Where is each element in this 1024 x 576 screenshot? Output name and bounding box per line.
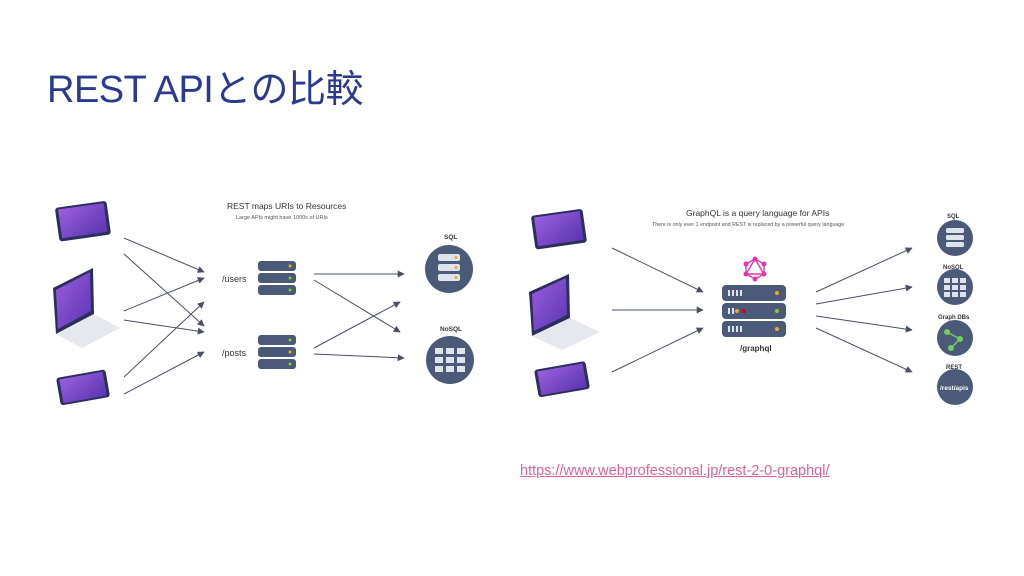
rest-sql-label: SQL bbox=[444, 234, 457, 241]
graphql-rest-label: REST bbox=[946, 365, 962, 371]
rest-subheading: Large APIs might have 1000s of URIs bbox=[236, 215, 328, 221]
graph-database-icon bbox=[937, 320, 973, 356]
rest-diagram: REST maps URIs to Resources Large APIs m… bbox=[53, 201, 474, 406]
sql-database-icon bbox=[425, 245, 473, 293]
graphql-backend-arrows bbox=[815, 247, 913, 373]
nosql-database-icon bbox=[426, 336, 474, 384]
graphql-nosql-label: NoSQL bbox=[943, 265, 964, 271]
phone-icon bbox=[56, 369, 110, 406]
source-link[interactable]: https://www.webprofessional.jp/rest-2-0-… bbox=[520, 463, 830, 479]
laptop-icon bbox=[529, 274, 600, 350]
graphql-subheading: There is only ever 1 endpoint and REST i… bbox=[652, 222, 844, 228]
graphql-logo-icon bbox=[743, 256, 767, 282]
graphql-diagram: GraphQL is a query language for APIs The… bbox=[529, 208, 973, 405]
slide-title: REST APIとの比較 bbox=[47, 69, 364, 111]
nosql-database-icon bbox=[937, 269, 973, 305]
endpoint-posts-label: /posts bbox=[222, 348, 247, 358]
posts-server-icon bbox=[258, 335, 296, 369]
graphql-graphdb-label: Graph DBs bbox=[938, 315, 970, 321]
rest-heading: REST maps URIs to Resources bbox=[227, 201, 346, 211]
graphql-endpoint-label: /graphql bbox=[740, 344, 772, 353]
endpoint-users-label: /users bbox=[222, 274, 247, 284]
rest-client-arrows bbox=[123, 237, 205, 395]
graphql-heading: GraphQL is a query language for APIs bbox=[686, 208, 829, 218]
rest-db-arrows bbox=[313, 270, 405, 362]
sql-database-icon bbox=[937, 220, 973, 256]
graphql-client-arrows bbox=[611, 247, 704, 373]
phone-icon bbox=[534, 361, 590, 398]
tablet-icon bbox=[531, 209, 587, 250]
rest-apis-label: /rest/apis bbox=[940, 385, 969, 392]
rest-nosql-label: NoSQL bbox=[440, 326, 462, 333]
users-server-icon bbox=[258, 261, 296, 295]
graphql-server-icon bbox=[722, 285, 786, 337]
rest-api-icon: /rest/apis bbox=[937, 369, 973, 405]
laptop-icon bbox=[53, 268, 120, 348]
graphql-sql-label: SQL bbox=[947, 214, 960, 220]
tablet-icon bbox=[55, 201, 111, 242]
